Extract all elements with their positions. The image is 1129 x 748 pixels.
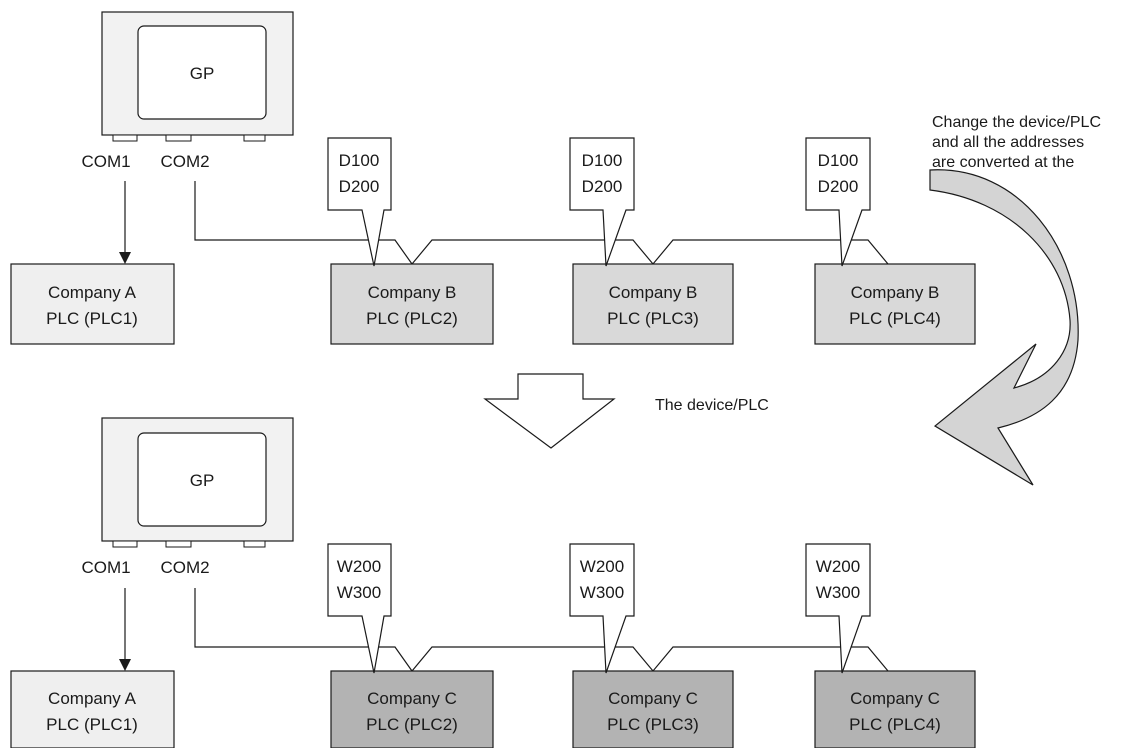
address-callout-top [805, 137, 871, 267]
com2-label-top: COM2 [160, 152, 209, 171]
change-note-line-3: are converted at the [932, 154, 1074, 171]
plc-a-line2-top: PLC (PLC1) [46, 309, 138, 328]
com1-port-bottom [112, 540, 138, 548]
address-callout-bottom [569, 543, 635, 674]
plc-line1: Company B [609, 283, 698, 302]
plc-line2: PLC (PLC2) [366, 715, 458, 734]
plc-box-bottom [814, 670, 976, 748]
gp-label-bottom: GP [190, 471, 215, 490]
com2-port-bottom [165, 540, 192, 548]
com2-bus-top [194, 181, 889, 265]
address-2: W300 [337, 583, 381, 602]
com1-port-top [112, 134, 138, 142]
plc-line1: Company C [608, 689, 698, 708]
bottom-section: GP COM1 COM2 Company A PLC (PLC1) Compan… [10, 417, 976, 748]
address-callout-bottom [805, 543, 871, 674]
gp-screen-bottom [137, 432, 267, 527]
plc-line1: Company C [850, 689, 940, 708]
plc-line1: Company B [368, 283, 457, 302]
plc-line2: PLC (PLC4) [849, 715, 941, 734]
com2-bus-bottom [194, 588, 889, 672]
gp-screen-top [137, 25, 267, 120]
arrow-down-icon [119, 252, 131, 264]
plc-box-top [572, 263, 734, 345]
address-2: W300 [580, 583, 624, 602]
address-2: W300 [816, 583, 860, 602]
plc-box-bottom [572, 670, 734, 748]
change-note-line-1: Change the device/PLC [932, 114, 1101, 131]
plc-line2: PLC (PLC2) [366, 309, 458, 328]
address-2: D200 [818, 177, 859, 196]
arrow-down-icon [119, 659, 131, 671]
gp-label-top: GP [190, 64, 215, 83]
transition-down-arrow-icon [483, 373, 616, 449]
plc-a-line1-bottom: Company A [48, 689, 137, 708]
plc-line2: PLC (PLC3) [607, 715, 699, 734]
plc-box-bottom [330, 670, 494, 748]
com1-label-top: COM1 [81, 152, 130, 171]
address-callout-top [569, 137, 635, 267]
plc-a-line1-top: Company A [48, 283, 137, 302]
address-2: D200 [582, 177, 623, 196]
address-callout-top [327, 137, 392, 267]
plc-box-top [330, 263, 494, 345]
plc-a-box-top [10, 263, 175, 345]
aux-port-top [243, 134, 266, 142]
address-1: D100 [818, 151, 859, 170]
plc-line2: PLC (PLC3) [607, 309, 699, 328]
top-section: GP COM1 COM2 Company A PLC (PLC1) Compan… [10, 11, 976, 345]
address-1: W200 [816, 557, 860, 576]
com1-label-bottom: COM1 [81, 558, 130, 577]
address-1: D100 [582, 151, 623, 170]
plc-box-top [814, 263, 976, 345]
address-1: W200 [337, 557, 381, 576]
address-1: D100 [339, 151, 380, 170]
curved-arrow-icon [929, 169, 1079, 486]
address-1: W200 [580, 557, 624, 576]
change-note-line-2: and all the addresses [932, 134, 1084, 151]
address-2: D200 [339, 177, 380, 196]
plc-line2: PLC (PLC4) [849, 309, 941, 328]
plc-line1: Company C [367, 689, 457, 708]
com2-label-bottom: COM2 [160, 558, 209, 577]
address-callout-bottom [327, 543, 392, 674]
plc-line1: Company B [851, 283, 940, 302]
plc-a-line2-bottom: PLC (PLC1) [46, 715, 138, 734]
com2-port-top [165, 134, 192, 142]
aux-port-bottom [243, 540, 266, 548]
transition-label: The device/PLC [655, 397, 769, 414]
plc-a-box-bottom [10, 670, 175, 748]
